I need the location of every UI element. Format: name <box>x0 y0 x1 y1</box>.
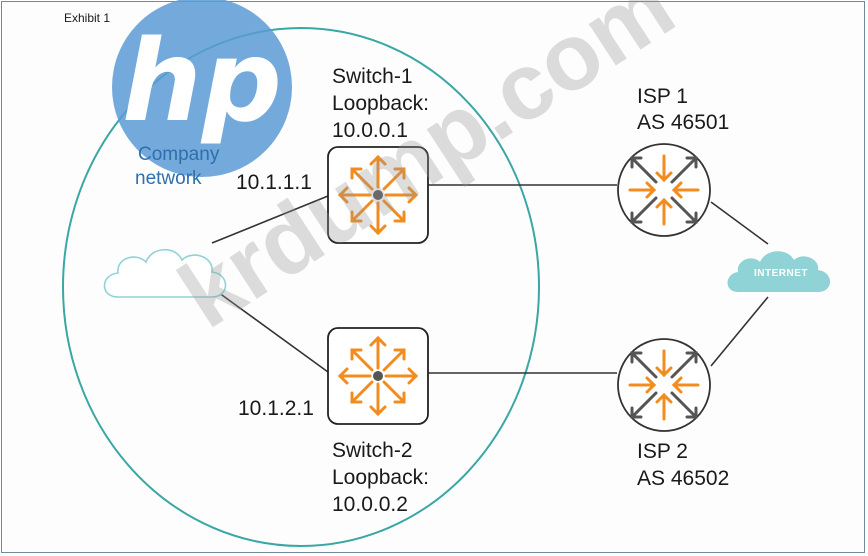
internet-label: INTERNET <box>754 268 808 279</box>
company-network-circle <box>62 27 540 547</box>
company-network-label-line1: Company <box>138 144 220 165</box>
hp-logo: hp <box>112 0 292 177</box>
switch1-loopback-ip: 10.0.0.1 <box>332 119 408 142</box>
link-cloud-switch2 <box>214 289 329 373</box>
isp2-router-icon <box>617 338 711 432</box>
link-cloud-switch1 <box>211 195 329 244</box>
switch2-icon <box>327 327 429 425</box>
switch1-icon <box>327 146 429 244</box>
switch2-loopback-label: Loopback: <box>332 466 429 489</box>
switch2-interface-ip: 10.1.2.1 <box>238 397 314 420</box>
isp2-name: ISP 2 <box>637 440 688 463</box>
network-links <box>211 184 769 374</box>
switch1-name: Switch-1 <box>332 65 413 88</box>
switch2-name: Switch-2 <box>332 439 413 462</box>
switch2-loopback-ip: 10.0.0.2 <box>332 493 408 516</box>
svg-text:hp: hp <box>122 17 282 147</box>
exhibit-label: Exhibit 1 <box>64 11 111 25</box>
company-cloud-icon <box>103 248 227 298</box>
isp1-router-icon <box>617 143 711 237</box>
link-isp2-internet <box>710 296 769 367</box>
switch1-interface-ip: 10.1.1.1 <box>236 171 312 194</box>
isp1-as-number: AS 46501 <box>637 111 730 134</box>
isp2-as-number: AS 46502 <box>637 467 730 490</box>
isp1-name: ISP 1 <box>637 85 688 108</box>
company-network-label-line2: network <box>135 168 202 189</box>
internet-cloud-icon <box>727 251 830 292</box>
switch1-loopback-label: Loopback: <box>332 92 429 115</box>
link-isp1-internet <box>710 201 769 245</box>
